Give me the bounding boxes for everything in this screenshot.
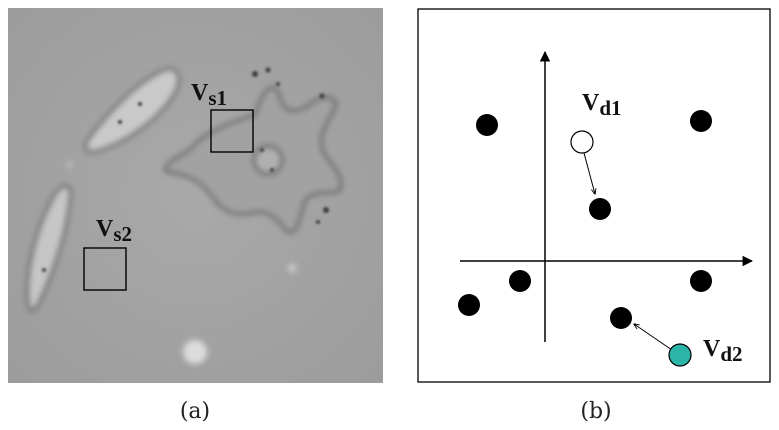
cell-nucleus [252, 144, 284, 176]
filled-point [690, 270, 712, 292]
filled-point [610, 307, 632, 329]
vector-label-d2: Vd2 [703, 336, 743, 366]
cell-elongated-top [84, 67, 180, 154]
debris [288, 264, 296, 272]
filled-point [476, 114, 498, 136]
vector-point-d2 [668, 343, 692, 367]
panel-a: Vs1 Vs2 (a) [8, 8, 383, 424]
cell-details [42, 67, 329, 272]
panel-b: Vd1 Vd2 (b) [417, 8, 771, 424]
region-box-s1 [210, 109, 254, 153]
cell-elongated-left [26, 184, 72, 312]
filled-point [509, 270, 531, 292]
region-label-s2: Vs2 [96, 216, 132, 246]
vector-point-d1 [570, 130, 594, 154]
filled-point [690, 110, 712, 132]
filled-point [458, 294, 480, 316]
diagram-frame [417, 8, 771, 383]
displacement-arrow-d1 [583, 152, 595, 194]
displacement-arrow-d2 [634, 324, 673, 351]
region-label-s1: Vs1 [191, 80, 227, 110]
vector-label-d1: Vd1 [582, 90, 622, 120]
panel-a-caption: (a) [180, 399, 210, 424]
cell-texture [26, 67, 343, 364]
panel-b-caption: (b) [580, 399, 611, 424]
debris [67, 162, 73, 168]
filled-point [589, 198, 611, 220]
bright-spot [183, 340, 207, 364]
region-box-s2 [83, 247, 127, 291]
